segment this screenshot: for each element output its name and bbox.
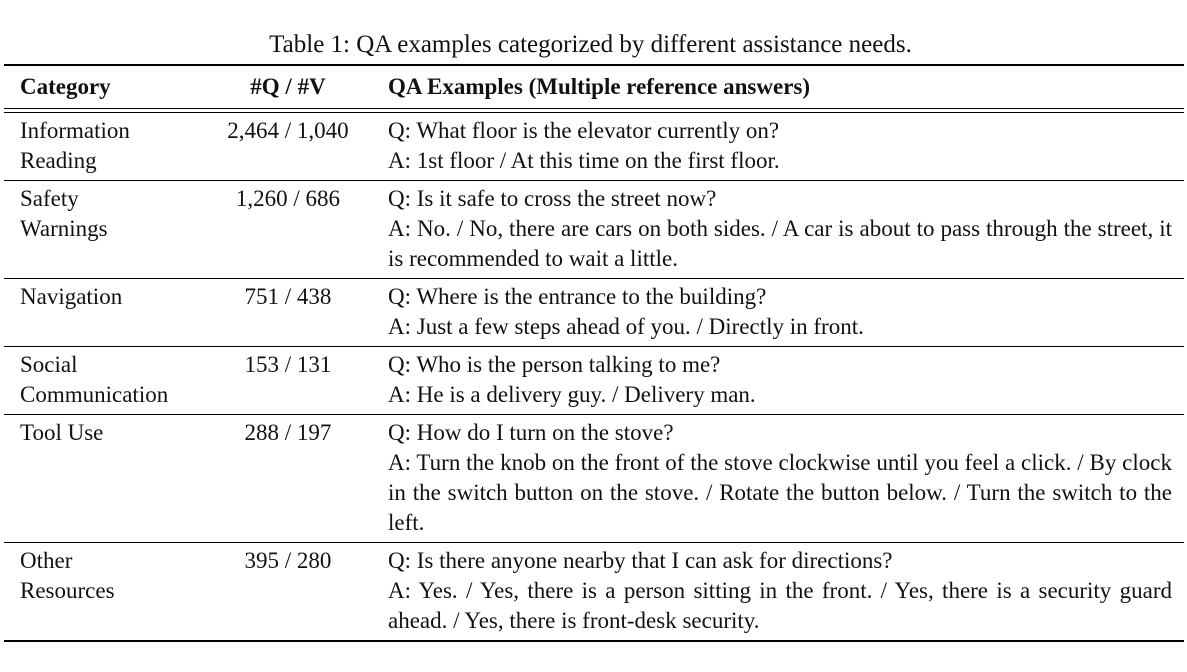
question-text: Q: What floor is the elevator currently … (388, 118, 780, 143)
category-line: Safety (20, 186, 79, 211)
category-cell: Social Communication (4, 350, 190, 410)
category-cell: Other Resources (4, 546, 190, 636)
header-counts: #Q / #V (250, 74, 326, 99)
examples-cell: Q: What floor is the elevator currently … (386, 116, 1184, 176)
answer-text: A: Turn the knob on the front of the sto… (388, 450, 1172, 535)
header-examples: QA Examples (Multiple reference answers) (388, 74, 811, 99)
table-caption: Table 1: QA examples categorized by diff… (269, 31, 912, 58)
table-row: Other Resources 395 / 280 Q: Is there an… (4, 543, 1184, 640)
table-row: Navigation 751 / 438 Q: Where is the ent… (4, 279, 1184, 347)
answer-text: A: 1st floor / At this time on the first… (388, 148, 780, 173)
qa-table: Category #Q / #V QA Examples (Multiple r… (4, 64, 1184, 642)
examples-cell: Q: How do I turn on the stove? A: Turn t… (386, 418, 1184, 538)
examples-cell: Q: Is there anyone nearby that I can ask… (386, 546, 1184, 636)
category-line: Social (20, 352, 78, 377)
category-cell: Navigation (4, 282, 190, 342)
category-line: Reading (20, 148, 97, 173)
examples-cell: Q: Where is the entrance to the building… (386, 282, 1184, 342)
category-line: Other (20, 548, 73, 573)
table-row: Tool Use 288 / 197 Q: How do I turn on t… (4, 415, 1184, 543)
category-cell: Information Reading (4, 116, 190, 176)
examples-cell: Q: Is it safe to cross the street now? A… (386, 184, 1184, 274)
category-line: Navigation (20, 284, 123, 309)
counts-cell: 751 / 438 (244, 284, 332, 309)
category-line: Information (20, 118, 130, 143)
question-text: Q: Is there anyone nearby that I can ask… (388, 548, 893, 573)
table-row: Social Communication 153 / 131 Q: Who is… (4, 347, 1184, 415)
answer-text: A: Yes. / Yes, there is a person sitting… (388, 578, 1172, 633)
counts-cell: 288 / 197 (244, 420, 332, 445)
category-line: Communication (20, 382, 169, 407)
category-line: Tool Use (20, 420, 104, 445)
category-line: Warnings (20, 216, 108, 241)
question-text: Q: Is it safe to cross the street now? (388, 186, 717, 211)
counts-cell: 2,464 / 1,040 (227, 118, 349, 143)
answer-text: A: No. / No, there are cars on both side… (388, 216, 1172, 271)
answer-text: A: Just a few steps ahead of you. / Dire… (388, 314, 864, 339)
table-row: Safety Warnings 1,260 / 686 Q: Is it saf… (4, 181, 1184, 279)
question-text: Q: How do I turn on the stove? (388, 420, 674, 445)
table-row: Information Reading 2,464 / 1,040 Q: Wha… (4, 113, 1184, 181)
counts-cell: 395 / 280 (244, 548, 332, 573)
header-category: Category (20, 74, 111, 99)
answer-text: A: He is a delivery guy. / Delivery man. (388, 382, 756, 407)
category-cell: Safety Warnings (4, 184, 190, 274)
examples-cell: Q: Who is the person talking to me? A: H… (386, 350, 1184, 410)
question-text: Q: Where is the entrance to the building… (388, 284, 767, 309)
counts-cell: 1,260 / 686 (235, 186, 341, 211)
header-double-rule (4, 109, 1184, 113)
counts-cell: 153 / 131 (244, 352, 332, 377)
category-line: Resources (20, 578, 115, 603)
question-text: Q: Who is the person talking to me? (388, 352, 721, 377)
table-header-row: Category #Q / #V QA Examples (Multiple r… (4, 66, 1184, 109)
category-cell: Tool Use (4, 418, 190, 538)
